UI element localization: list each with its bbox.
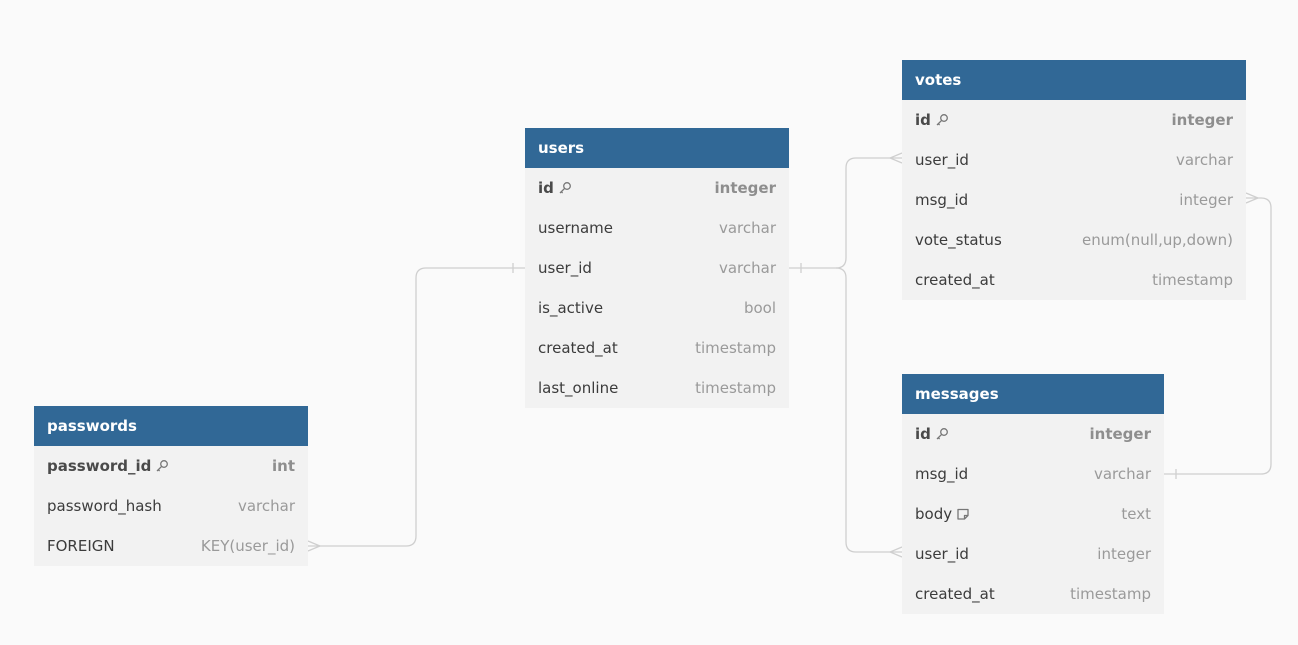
many-marker-messages-user	[888, 546, 903, 558]
table-header-messages[interactable]: messages	[902, 374, 1164, 414]
field-name: id	[915, 425, 931, 443]
many-marker-passwords	[307, 540, 322, 552]
table-users[interactable]: users id integer username varchar user_i…	[525, 128, 789, 408]
connector-users-votes	[789, 157, 902, 269]
many-marker-votes-msg	[1245, 192, 1260, 204]
field-row-is-active[interactable]: is_active bool	[525, 288, 789, 328]
field-row-username[interactable]: username varchar	[525, 208, 789, 248]
field-row-user-id[interactable]: user_id varchar	[902, 140, 1246, 180]
table-votes[interactable]: votes id integer user_id varchar msg_id …	[902, 60, 1246, 300]
field-name: user_id	[915, 151, 969, 169]
field-name: password_hash	[47, 497, 162, 515]
field-type: enum(null,up,down)	[1082, 231, 1233, 249]
field-row-foreign[interactable]: FOREIGN KEY(user_id)	[34, 526, 308, 566]
field-name: id	[538, 179, 554, 197]
field-type: varchar	[718, 219, 776, 237]
connector-users-passwords	[308, 267, 525, 547]
field-row-msg-id[interactable]: msg_id varchar	[902, 454, 1164, 494]
table-header-users[interactable]: users	[525, 128, 789, 168]
key-icon	[558, 181, 572, 195]
field-name: created_at	[915, 271, 995, 289]
field-row-msg-id[interactable]: msg_id integer	[902, 180, 1246, 220]
field-name: msg_id	[915, 465, 969, 483]
field-row-password-id[interactable]: password_id int	[34, 446, 308, 486]
field-row-created-at[interactable]: created_at timestamp	[525, 328, 789, 368]
field-type: timestamp	[1152, 271, 1233, 289]
field-name: user_id	[915, 545, 969, 563]
field-name: user_id	[538, 259, 592, 277]
field-type: bool	[743, 299, 776, 317]
field-name: created_at	[538, 339, 618, 357]
field-row-id[interactable]: id integer	[525, 168, 789, 208]
field-row-body[interactable]: body text	[902, 494, 1164, 534]
field-name: username	[538, 219, 613, 237]
key-icon	[935, 113, 949, 127]
field-name: vote_status	[915, 231, 1002, 249]
field-type: timestamp	[695, 379, 776, 397]
field-name: created_at	[915, 585, 995, 603]
field-row-created-at[interactable]: created_at timestamp	[902, 260, 1246, 300]
note-icon[interactable]	[956, 507, 970, 521]
field-type: integer	[1171, 111, 1233, 129]
field-type: integer	[1089, 425, 1151, 443]
table-header-votes[interactable]: votes	[902, 60, 1246, 100]
field-type: varchar	[1093, 465, 1151, 483]
connector-users-messages	[835, 267, 902, 553]
field-type: timestamp	[695, 339, 776, 357]
field-name: FOREIGN	[47, 537, 115, 555]
field-name: msg_id	[915, 191, 969, 209]
field-type: varchar	[1175, 151, 1233, 169]
key-icon	[935, 427, 949, 441]
field-row-created-at[interactable]: created_at timestamp	[902, 574, 1164, 614]
table-passwords[interactable]: passwords password_id int password_hash …	[34, 406, 308, 566]
field-type: integer	[714, 179, 776, 197]
field-name: body	[915, 505, 953, 523]
field-name: last_online	[538, 379, 619, 397]
field-row-user-id[interactable]: user_id varchar	[525, 248, 789, 288]
field-name: password_id	[47, 457, 152, 475]
field-type: KEY(user_id)	[200, 537, 295, 555]
field-row-id[interactable]: id integer	[902, 100, 1246, 140]
field-type: text	[1121, 505, 1151, 523]
field-row-vote-status[interactable]: vote_status enum(null,up,down)	[902, 220, 1246, 260]
field-type: varchar	[718, 259, 776, 277]
field-name: id	[915, 111, 931, 129]
field-row-last-online[interactable]: last_online timestamp	[525, 368, 789, 408]
field-type: timestamp	[1070, 585, 1151, 603]
field-row-id[interactable]: id integer	[902, 414, 1164, 454]
field-row-user-id[interactable]: user_id integer	[902, 534, 1164, 574]
many-marker-votes-user	[888, 152, 903, 164]
field-row-password-hash[interactable]: password_hash varchar	[34, 486, 308, 526]
table-header-passwords[interactable]: passwords	[34, 406, 308, 446]
field-type: int	[272, 457, 295, 475]
field-name: is_active	[538, 299, 604, 317]
field-type: integer	[1097, 545, 1151, 563]
field-type: integer	[1179, 191, 1233, 209]
table-messages[interactable]: messages id integer msg_id varchar body …	[902, 374, 1164, 614]
key-icon	[155, 459, 169, 473]
field-type: varchar	[237, 497, 295, 515]
